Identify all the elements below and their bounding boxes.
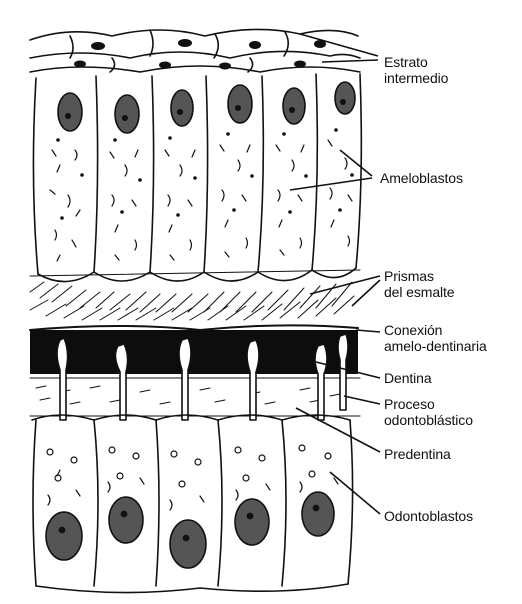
label-odontoblastos: Odontoblastos: [384, 508, 473, 524]
label-estrato-intermedio: Estrato intermedio: [384, 54, 448, 86]
label-proceso-odontoblastico: Proceso odontoblástico: [384, 396, 473, 428]
label-conexion-amelo-dentinaria: Conexión amelo-dentinaria: [384, 322, 487, 354]
label-proceso-line2: odontoblástico: [384, 412, 473, 428]
label-dentina: Dentina: [384, 370, 432, 386]
label-proceso-line1: Proceso: [384, 396, 473, 412]
label-conexion-line1: Conexión: [384, 322, 487, 338]
label-prismas-line2: del esmalte: [384, 284, 455, 300]
label-prismas-line1: Prismas: [384, 268, 455, 284]
label-estrato-line2: intermedio: [384, 70, 448, 86]
label-ameloblastos: Ameloblastos: [380, 170, 463, 186]
label-conexion-line2: amelo-dentinaria: [384, 338, 487, 354]
label-prismas-del-esmalte: Prismas del esmalte: [384, 268, 455, 300]
label-predentina: Predentina: [384, 446, 451, 462]
label-estrato-line1: Estrato: [384, 54, 448, 70]
